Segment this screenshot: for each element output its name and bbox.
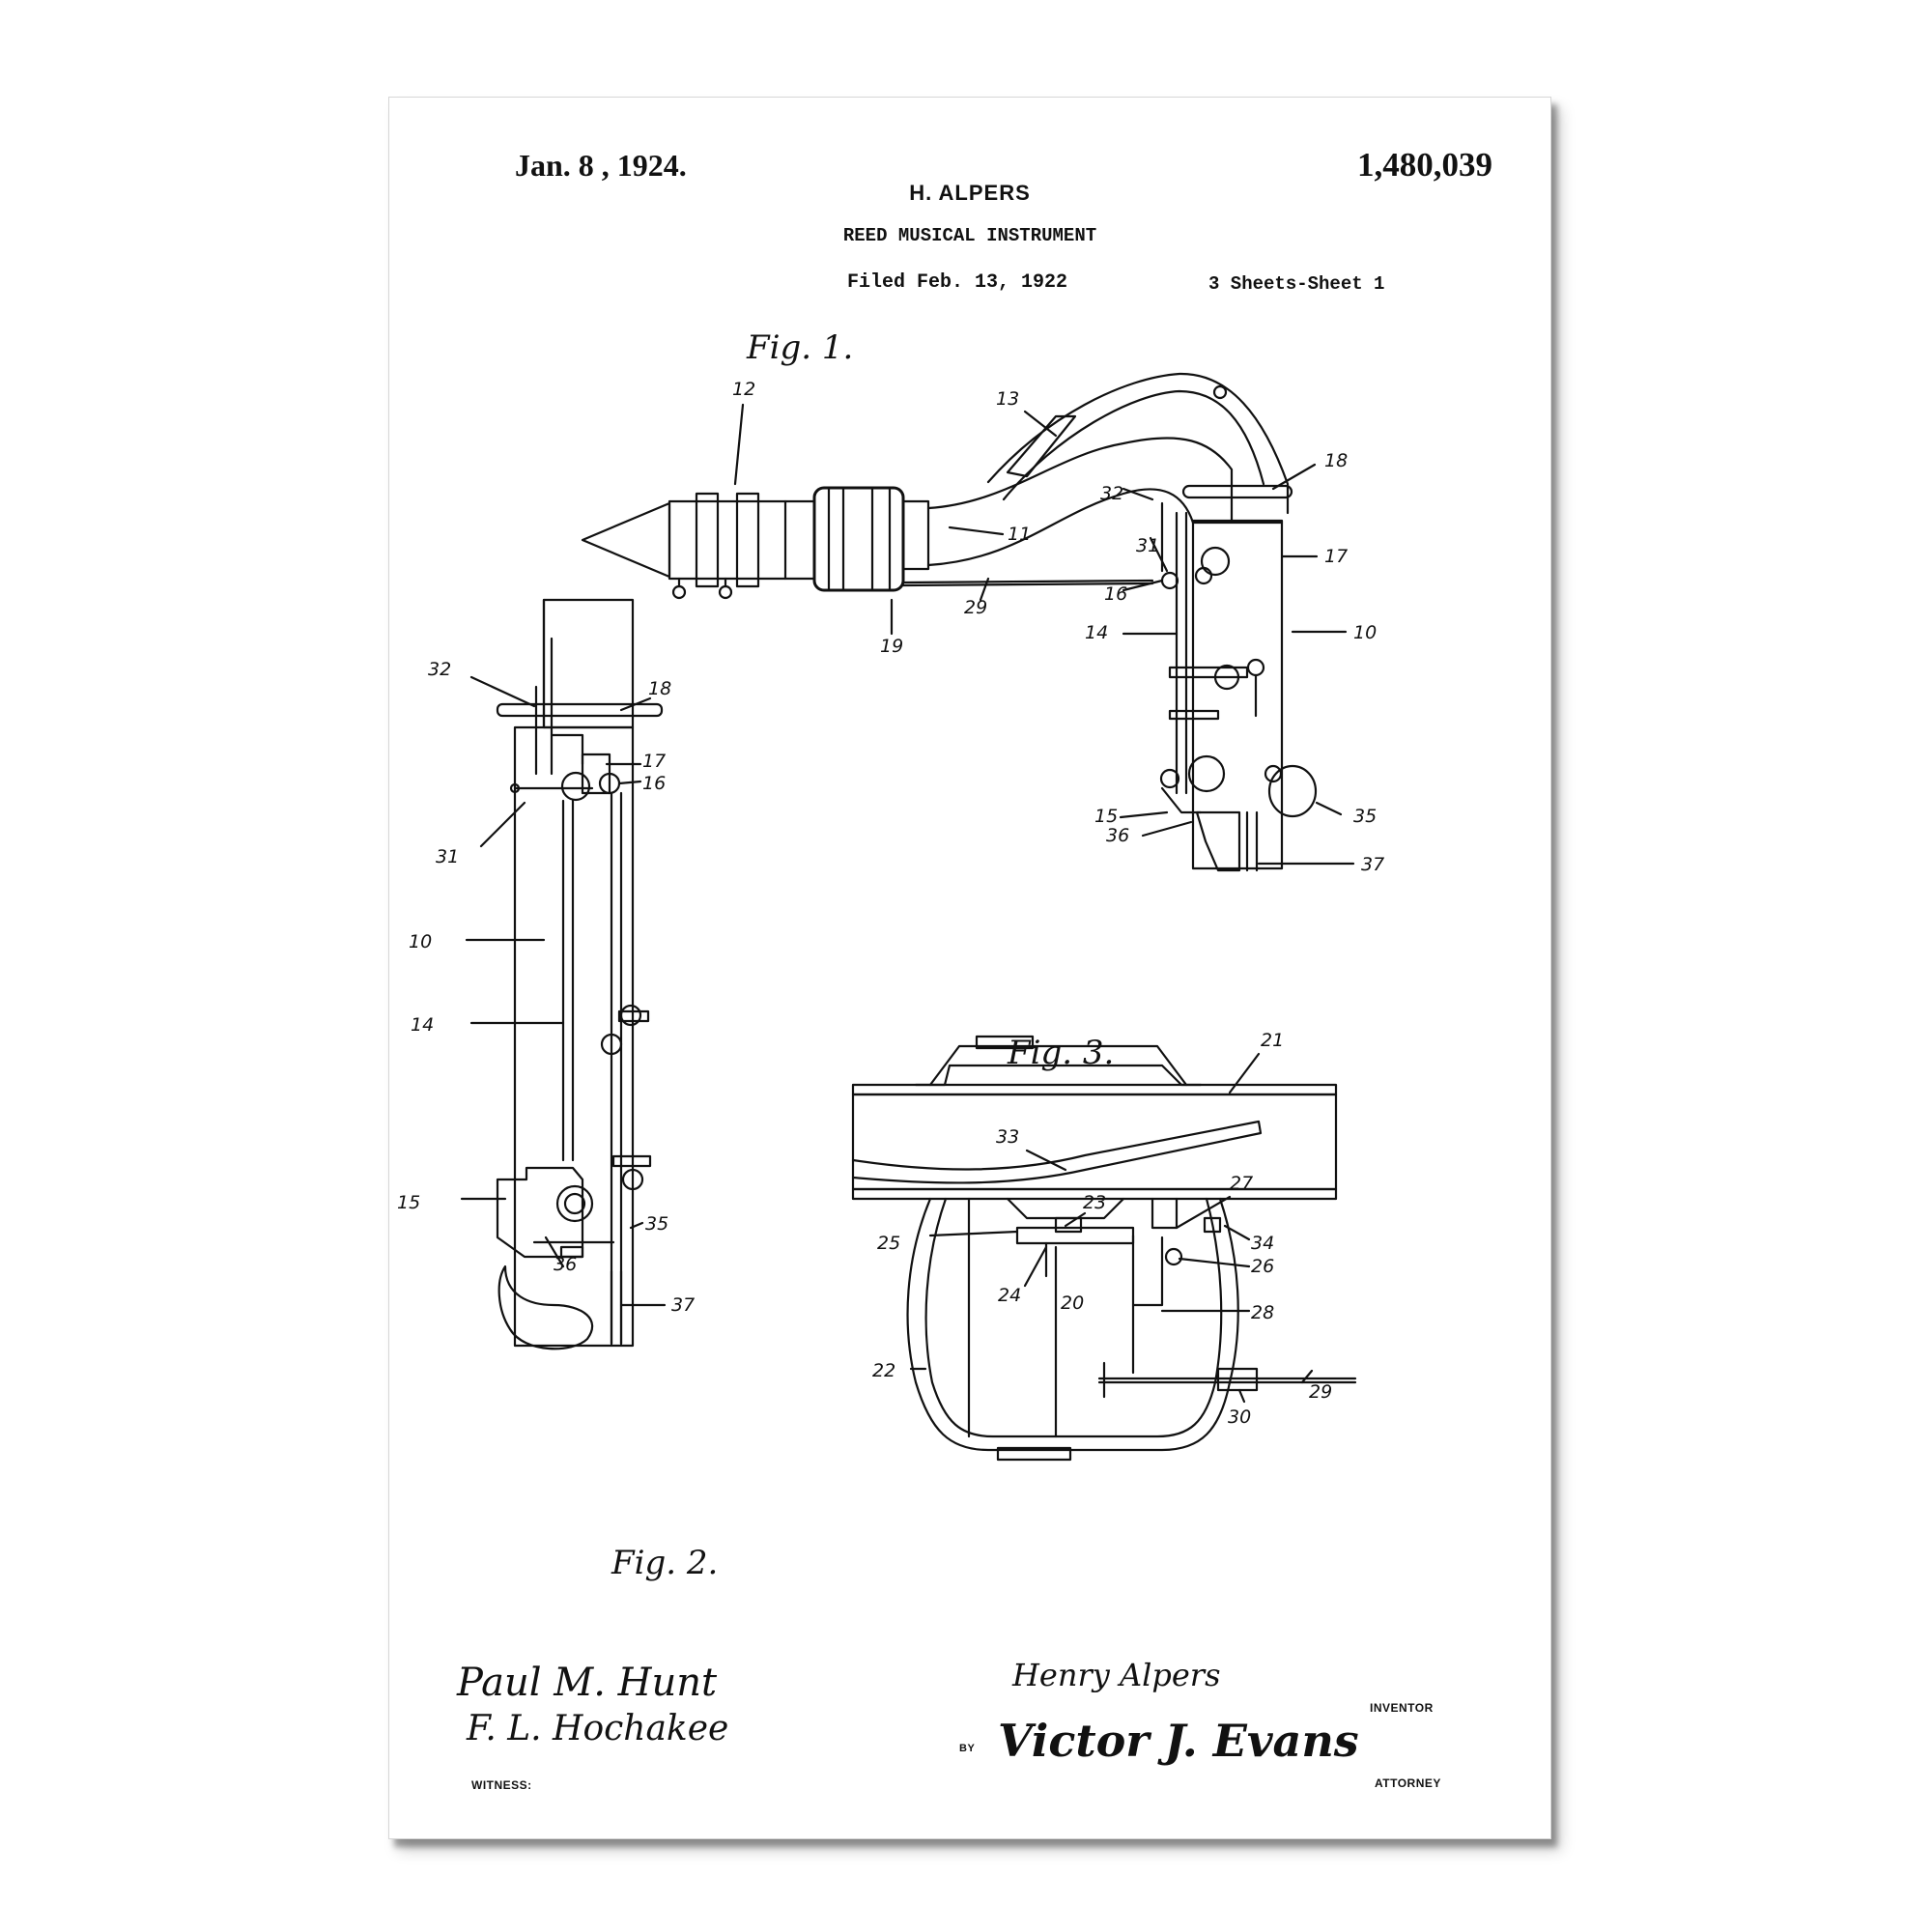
fig3-ref: 28 [1251,1302,1274,1323]
figure-3-refs: 21 33 23 27 34 25 26 24 20 28 22 29 30 [872,1030,1332,1428]
fig3-ref: 20 [1061,1293,1084,1314]
fig3-ref: 34 [1251,1233,1274,1254]
fig2-ref: 15 [397,1192,420,1213]
fig1-ref: 14 [1085,622,1108,643]
fig3-ref: 30 [1228,1406,1251,1428]
figure-2-drawing [460,598,667,1350]
fig3-ref: 25 [877,1233,900,1254]
fig2-ref: 35 [645,1213,668,1235]
fig1-ref: 37 [1361,854,1384,875]
fig2-ref: 14 [411,1014,434,1036]
fig3-ref: 23 [1083,1192,1106,1213]
fig1-ref: 11 [1008,524,1031,545]
figure-1-drawing [581,372,1355,872]
fig1-ref: 35 [1353,806,1377,827]
fig3-ref: 29 [1309,1381,1332,1403]
fig2-ref: 17 [642,751,666,772]
figure-3-caption: Fig. 3. [1007,1034,1114,1072]
inventor-name: H. ALPERS [909,181,1031,205]
witness-2-signature: F. L. Hochakee [467,1709,729,1748]
fig2-ref: 18 [648,678,671,699]
patent-sheet: Jan. 8 , 1924. 1,480,039 H. ALPERS REED … [388,97,1551,1839]
fig1-ref: 16 [1104,583,1127,605]
witness-label: WITNESS: [471,1778,532,1792]
figure-2-refs: 32 18 17 16 31 10 14 15 36 35 37 [397,659,695,1316]
fig1-ref: 36 [1106,825,1129,846]
inventor-signature: Henry Alpers [1012,1657,1221,1693]
fig3-ref: 27 [1230,1173,1253,1194]
fig2-ref: 16 [642,773,666,794]
fig2-ref: 10 [409,931,432,952]
patent-title: REED MUSICAL INSTRUMENT [842,225,1097,246]
patent-date: Jan. 8 , 1924. [515,148,687,183]
witness-1-signature: Paul M. Hunt [457,1661,718,1705]
fig1-ref: 10 [1353,622,1377,643]
fig1-ref: 18 [1324,450,1348,471]
sheet-count: 3 Sheets-Sheet 1 [1208,273,1385,295]
patent-drawings: 12 13 18 32 11 31 17 16 29 19 14 10 15 3… [397,328,1384,1582]
fig2-ref: 31 [436,846,459,867]
figure-1-refs: 12 13 18 32 11 31 17 16 29 19 14 10 15 3… [732,379,1384,875]
attorney-label: ATTORNEY [1375,1776,1441,1790]
fig3-ref: 33 [996,1126,1019,1148]
fig1-ref: 17 [1324,546,1348,567]
figure-1-caption: Fig. 1. [746,328,853,367]
fig1-ref: 12 [732,379,755,400]
attorney-signature: Victor J. Evans [998,1715,1359,1767]
inventor-label: INVENTOR [1370,1701,1434,1715]
figure-2-caption: Fig. 2. [611,1544,718,1582]
fig2-ref: 32 [428,659,451,680]
fig2-ref: 37 [671,1294,695,1316]
fig1-ref: 31 [1136,535,1159,556]
fig1-ref: 13 [996,388,1019,410]
fig3-ref: 21 [1261,1030,1284,1051]
fig3-ref: 24 [998,1285,1021,1306]
fig1-ref: 15 [1094,806,1118,827]
fig1-ref: 32 [1100,483,1123,504]
fig3-ref: 26 [1251,1256,1274,1277]
figure-3-drawing [851,1035,1357,1462]
by-label: BY [959,1743,976,1754]
fig3-ref: 22 [872,1360,895,1381]
filing-date: Filed Feb. 13, 1922 [847,271,1068,294]
fig1-ref: 29 [964,597,987,618]
fig1-ref: 19 [880,636,903,657]
patent-number: 1,480,039 [1357,146,1492,184]
fig2-ref: 36 [554,1254,577,1275]
